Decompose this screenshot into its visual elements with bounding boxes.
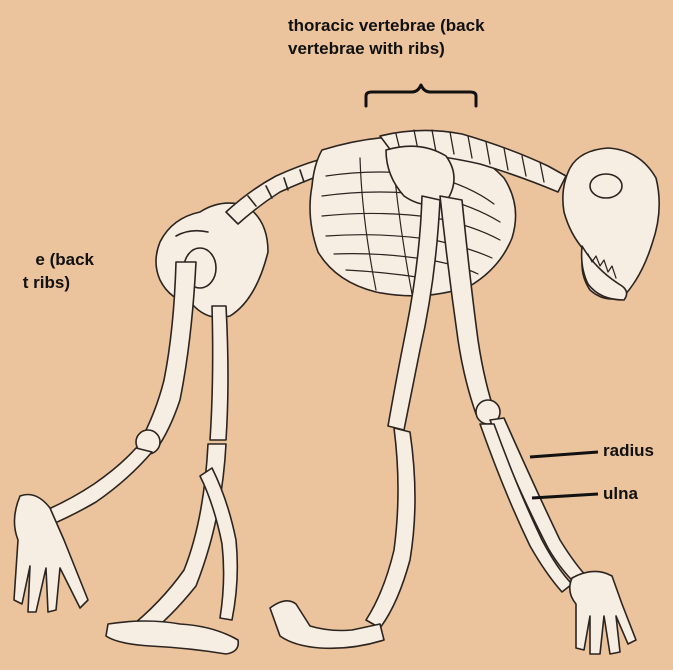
thoracic-vertebrae-label: thoracic vertebrae (back vertebrae with …: [288, 14, 485, 60]
hand-near-arm: [570, 571, 636, 654]
thoracic-bracket: [366, 85, 476, 106]
radius-label: radius: [603, 439, 654, 462]
tibia-front-leg: [42, 448, 152, 526]
femur-back-leg: [210, 306, 228, 440]
skull: [563, 148, 659, 299]
lumbar-vertebrae: [226, 160, 324, 224]
ulna-bone: [480, 424, 572, 592]
lumbar-vertebrae-label: e (back t ribs): [0, 248, 94, 294]
eye-orbit: [590, 174, 622, 198]
thoracic-label-line1: thoracic vertebrae (back: [288, 14, 485, 37]
radius-pointer-line: [530, 452, 598, 457]
forearm-far-arm: [366, 428, 415, 628]
ulna-label: ulna: [603, 482, 638, 505]
hand-far-arm: [270, 601, 384, 649]
lumbar-label-line2: t ribs): [0, 271, 70, 294]
ulna-pointer-line: [532, 494, 598, 498]
foot-back-leg: [106, 621, 238, 654]
lumbar-label-line1: e (back: [0, 248, 94, 271]
thoracic-label-line2: vertebrae with ribs): [288, 37, 485, 60]
